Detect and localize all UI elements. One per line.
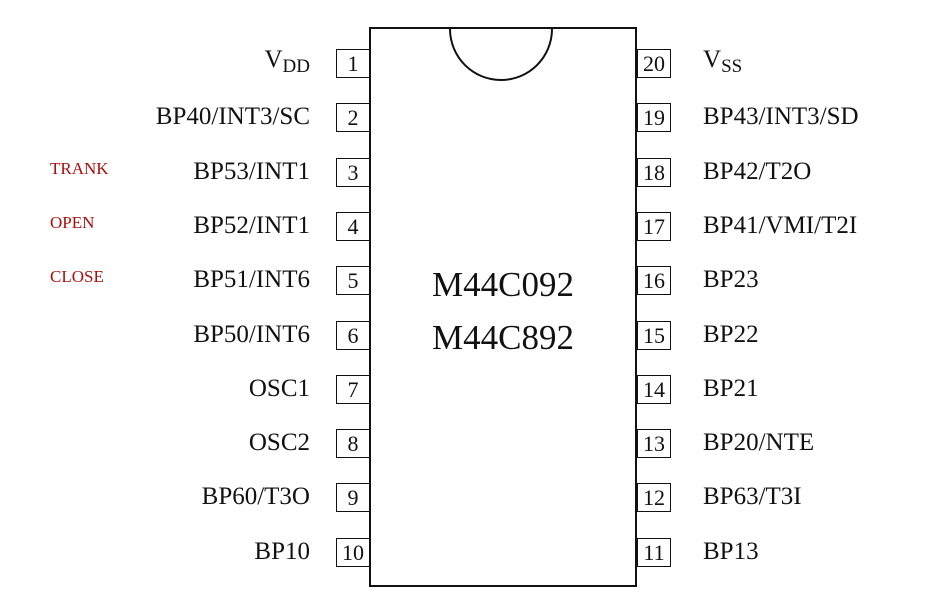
pin-name: BP63/T3I: [703, 483, 802, 511]
pin-name: BP50/INT6: [193, 320, 310, 348]
pin-function-note: OPEN: [50, 212, 95, 232]
pin-number-box: 4: [336, 211, 370, 241]
pin-label: BP21: [703, 374, 759, 403]
pin-number-box: 16: [637, 266, 671, 296]
pin-label: BP43/INT3/SD: [703, 102, 859, 131]
pin-number-box: 3: [336, 157, 370, 187]
pin-function-note: CLOSE: [50, 267, 104, 287]
pin-number-box: 17: [637, 211, 671, 241]
pin-name: BP10: [254, 537, 310, 565]
pin-number-box: 10: [336, 537, 370, 567]
pin-name: V: [703, 46, 722, 73]
pin-name: OSC1: [248, 374, 310, 402]
pin-name: BP53/INT1: [193, 157, 310, 185]
pin-number-box: 2: [336, 103, 370, 133]
pin-number-box: 19: [637, 103, 671, 133]
pin-label: BP50/INT6: [193, 320, 310, 349]
pin-name: BP43/INT3/SD: [703, 103, 859, 131]
pin-number-box: 9: [336, 483, 370, 513]
pin-number-box: 1: [336, 49, 370, 78]
pin-label: OSC1: [249, 374, 310, 403]
pin-number-box: 7: [336, 374, 370, 404]
pin-name: BP13: [703, 537, 759, 565]
pin-label: BP51/INT6: [193, 265, 310, 294]
pin-label: VDD: [264, 45, 310, 81]
pin-name: OSC2: [248, 429, 310, 457]
pin-label: BP23: [703, 265, 759, 294]
pin-name-subscript: DD: [282, 56, 310, 77]
pin-number-box: 13: [637, 429, 671, 459]
pin-label: BP42/T2O: [703, 157, 811, 186]
pin-number-box: 11: [637, 537, 671, 567]
pin-label: BP41/VMI/T2I: [703, 211, 857, 240]
pin-number-box: 6: [336, 320, 370, 350]
part-number-1: M44C092: [432, 265, 574, 304]
pin-name: BP51/INT6: [193, 266, 310, 294]
pin-label: BP63/T3I: [703, 482, 802, 511]
pin-name: BP22: [703, 320, 759, 348]
pin-name: BP52/INT1: [193, 211, 310, 239]
pin-number-box: 12: [637, 483, 671, 513]
pin-name: BP21: [703, 374, 759, 402]
pin-label: OSC2: [249, 428, 310, 457]
pin-function-note: TRANK: [50, 158, 109, 178]
pin-name: V: [264, 46, 283, 73]
pin-label: BP60/T3O: [202, 482, 310, 511]
pin-name: BP23: [703, 266, 759, 294]
pin-number-box: 18: [637, 157, 671, 187]
pin-number-box: 14: [637, 374, 671, 404]
pin-name: BP20/NTE: [703, 429, 815, 457]
pin1-notch: [449, 27, 553, 81]
pin-number-box: 8: [336, 429, 370, 459]
pin-label: BP10: [254, 537, 310, 566]
pin-name: BP41/VMI/T2I: [703, 211, 858, 239]
pin-label: BP20/NTE: [703, 428, 814, 457]
pin-number-box: 5: [336, 266, 370, 296]
pin-label: BP13: [703, 537, 759, 566]
pin-label: BP22: [703, 320, 759, 349]
pin-number-box: 15: [637, 320, 671, 350]
pin-label: BP40/INT3/SC: [156, 102, 310, 131]
pin-number-box: 20: [637, 49, 671, 78]
pin-name: BP40/INT3/SC: [155, 103, 310, 131]
pin-name-subscript: SS: [721, 56, 743, 77]
pin-label: VSS: [703, 45, 742, 81]
pin-name: BP42/T2O: [703, 157, 812, 185]
ic-package-body: M44C092 M44C892: [369, 27, 637, 587]
pin-name: BP60/T3O: [201, 483, 310, 511]
part-number-2: M44C892: [432, 318, 574, 357]
pin-label: BP52/INT1: [193, 211, 310, 240]
pin-label: BP53/INT1: [193, 157, 310, 186]
